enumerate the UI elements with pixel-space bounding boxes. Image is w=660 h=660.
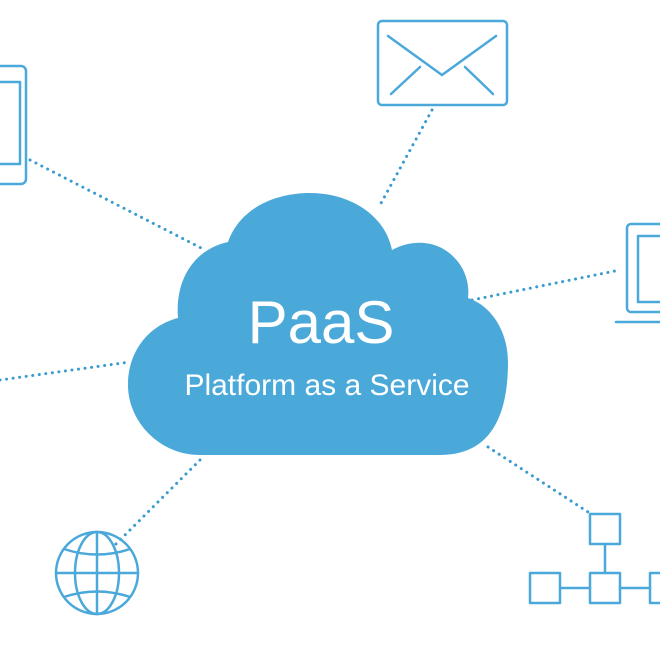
connector-left — [0, 360, 132, 382]
connector-network — [486, 445, 590, 514]
cloud-subtitle: Platform as a Service — [184, 369, 469, 402]
cloud-shape — [128, 193, 508, 455]
connector-mobile — [28, 158, 207, 252]
connector-envelope — [378, 108, 434, 207]
connectors — [0, 108, 622, 547]
connector-globe — [113, 458, 202, 547]
mobile-device-icon — [0, 64, 28, 186]
network-hierarchy-icon — [528, 512, 660, 605]
envelope-icon — [376, 19, 509, 107]
paas-cloud: PaaS Platform as a Service — [128, 193, 508, 455]
cloud-title: PaaS — [248, 289, 395, 356]
globe-icon — [54, 530, 140, 616]
laptop-icon — [614, 222, 660, 324]
connector-laptop — [470, 268, 622, 302]
